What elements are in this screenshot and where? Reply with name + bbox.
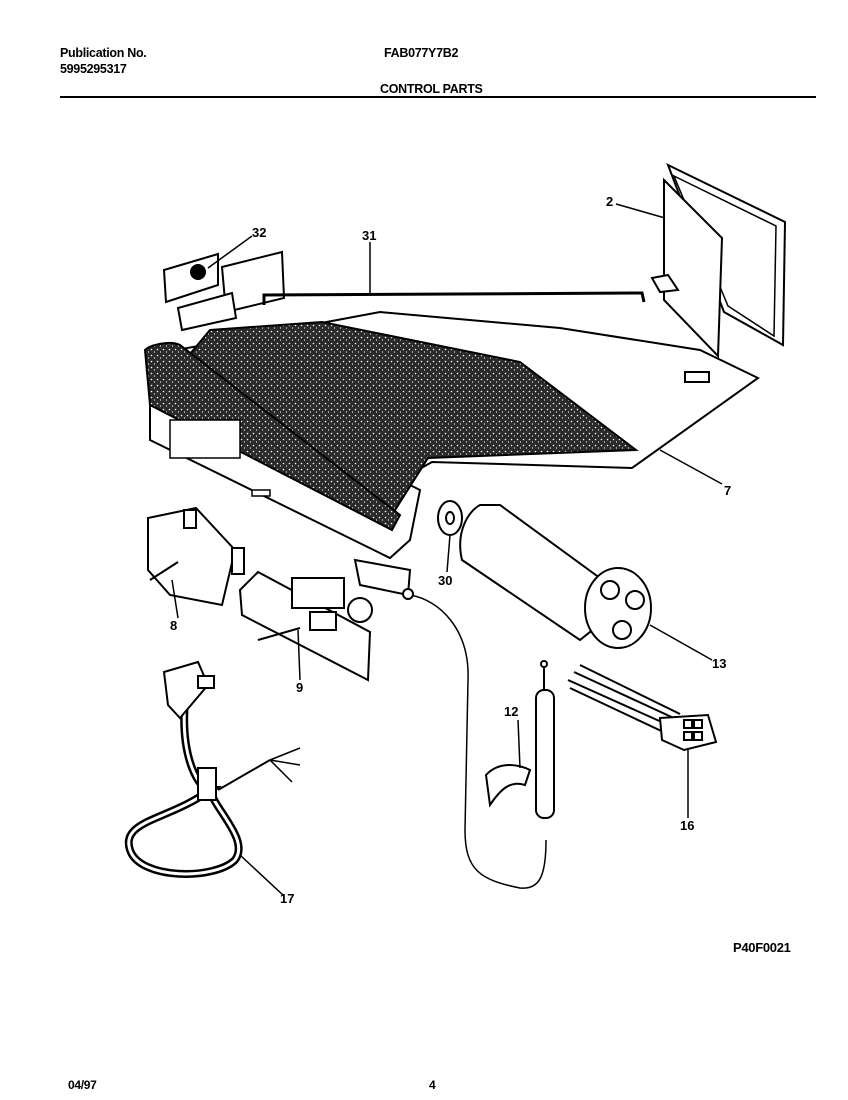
leader-lines xyxy=(171,203,723,897)
part-9-switch xyxy=(238,570,373,682)
callout-2: 2 xyxy=(606,194,613,209)
part-2-filter-frame xyxy=(650,162,787,359)
callout-32: 32 xyxy=(252,225,266,240)
header-rule xyxy=(60,96,816,98)
callout-31: 31 xyxy=(362,228,376,243)
part-32-bracket xyxy=(162,250,286,314)
part-16-wire-harness xyxy=(567,664,718,752)
publication-number: 5995295317 xyxy=(60,62,127,76)
publication-label: Publication No. xyxy=(60,46,147,60)
callout-8: 8 xyxy=(170,618,177,633)
part-31-bar xyxy=(262,291,646,305)
section-title: CONTROL PARTS xyxy=(380,82,483,96)
callout-30: 30 xyxy=(438,573,452,588)
callout-9: 9 xyxy=(296,680,303,695)
model-number: FAB077Y7B2 xyxy=(384,46,459,60)
callout-7: 7 xyxy=(724,483,731,498)
part-17-power-cord xyxy=(124,660,301,878)
part-8-thermostat xyxy=(147,506,245,607)
callout-12: 12 xyxy=(504,704,518,719)
drawing-code: P40F0021 xyxy=(733,940,791,955)
callout-16: 16 xyxy=(680,818,694,833)
part-13-capacitor xyxy=(459,504,652,649)
sensing-wire xyxy=(402,588,547,889)
revision-date: 04/97 xyxy=(68,1078,97,1092)
part-12-sensing-bulb xyxy=(484,660,555,819)
part-30-washer xyxy=(437,500,463,536)
callout-13: 13 xyxy=(712,656,726,671)
callout-17: 17 xyxy=(280,891,294,906)
page-number: 4 xyxy=(429,1078,436,1092)
part-7-control-panel xyxy=(143,291,760,597)
